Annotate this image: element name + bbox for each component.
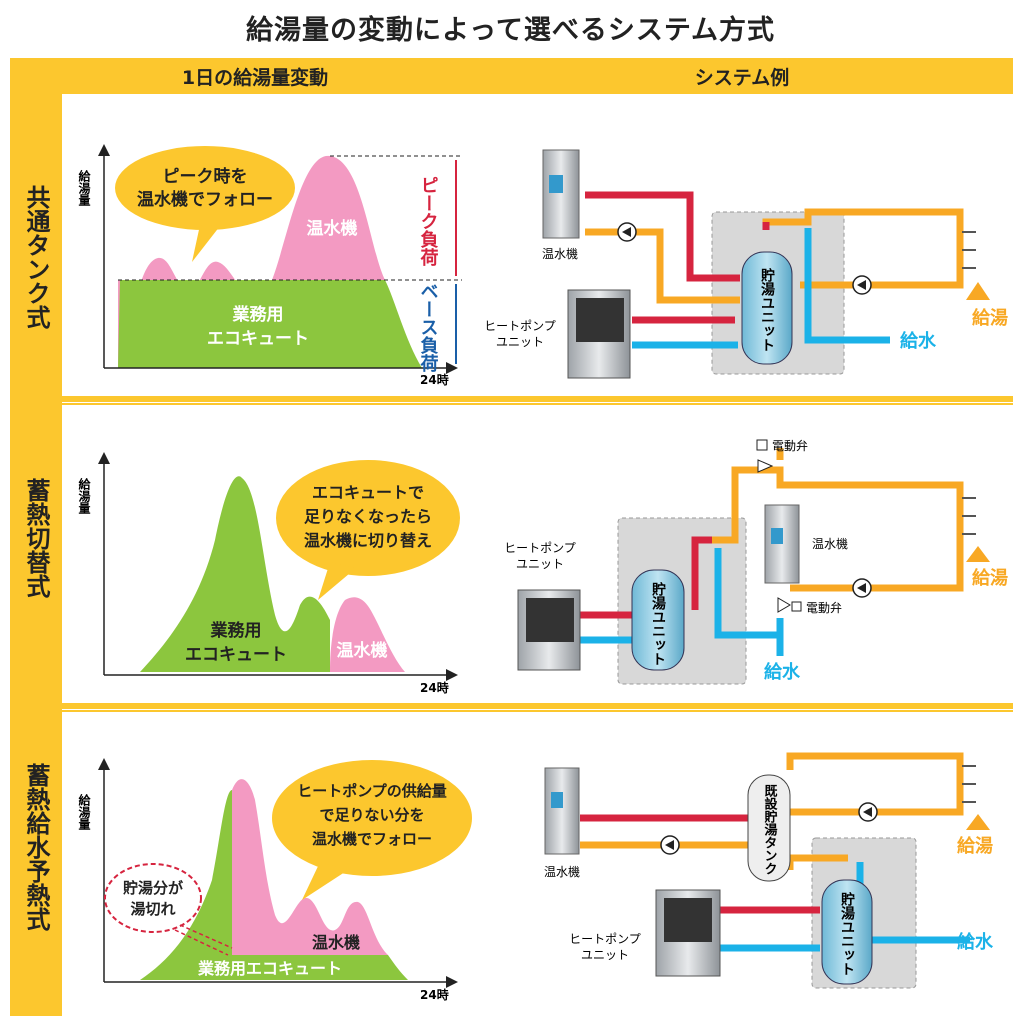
heatpump-label: ヒートポンプ (569, 932, 641, 946)
green-label: エコキュート (185, 645, 287, 665)
valve1-label: 電動弁 (772, 438, 808, 453)
header-left: 1日の給湯量変動 (182, 66, 328, 89)
page-title: 給湯量の変動によって選べるシステム方式 (245, 15, 776, 46)
green-label: 業務用エコキュート (197, 959, 342, 978)
heatpump-label: ユニット (496, 335, 544, 349)
note-circle: 貯湯分が 湯切れ (104, 863, 233, 956)
peak-label: ピーク負荷 (418, 176, 439, 266)
storage-tank (821, 879, 873, 985)
pink-label: 温水機 (311, 933, 360, 952)
heater-label: 温水機 (542, 246, 578, 261)
row-label-1: 共通タンク式 (22, 185, 50, 330)
storage-tank (631, 569, 685, 671)
svg-text:温水機に切り替え: 温水機に切り替え (303, 531, 432, 550)
header-right: システム例 (695, 66, 789, 89)
water-in-label: 給水 (900, 330, 937, 352)
heater-label: 温水機 (812, 536, 848, 551)
svg-text:ピーク時を: ピーク時を (163, 166, 248, 187)
heatpump-label: ユニット (516, 557, 564, 571)
svg-text:で足りない分を: で足りない分を (319, 806, 424, 824)
svg-text:足りなくなったら: 足りなくなったら (304, 507, 432, 526)
svg-text:温水機でフォロー: 温水機でフォロー (312, 830, 432, 848)
valve2-label: 電動弁 (806, 600, 842, 615)
chart-ylabel: 給湯量 (77, 169, 91, 206)
heater-unit (544, 767, 580, 855)
green-label: 業務用 (233, 304, 284, 325)
chart-row2: 給湯量 24時 温水機 業務用 エコキュート エコキュートで 足りなくなったら … (77, 452, 460, 695)
row-divider (10, 396, 1013, 402)
water-in-label: 給水 (764, 661, 801, 683)
green-label: 業務用 (211, 620, 262, 641)
row-divider (10, 703, 1013, 709)
chart-row3: 給湯量 24時 温水機 業務用エコキュート 貯湯分が 湯切れ ヒートポンプの供給… (77, 758, 472, 1002)
hot-out-label: 給湯 (972, 567, 1008, 589)
chart-row1: 給湯量 24時 温水機 業務用 エコキュート ピーク負荷 ベース負荷 ピーク時を… (77, 144, 462, 387)
chart-xlabel: 24時 (420, 987, 449, 1002)
pink-area (118, 155, 385, 368)
header-band (10, 58, 1013, 94)
green-area (140, 476, 330, 672)
base-label: ベース負荷 (418, 282, 439, 372)
pink-label: 温水機 (337, 640, 388, 661)
svg-text:ヒートポンプの供給量: ヒートポンプの供給量 (297, 782, 447, 800)
system-row3: 温水機 ヒートポンプ ユニット 既設貯湯タンク 貯湯ユニット 給湯 給水 (544, 752, 994, 989)
chart-xlabel: 24時 (420, 680, 449, 695)
tank-label: 貯湯ユニット (650, 581, 666, 666)
chart-xlabel: 24時 (420, 372, 449, 387)
svg-text:湯切れ: 湯切れ (130, 900, 175, 918)
callout-bubble: ヒートポンプの供給量 で足りない分を 温水機でフォロー (272, 760, 472, 900)
row-label-3: 蓄熱給水予熱式 (22, 763, 50, 932)
green-area (118, 280, 422, 368)
svg-text:エコキュートで: エコキュートで (312, 483, 424, 502)
pink-area (232, 779, 388, 955)
water-in-label: 給水 (957, 931, 994, 953)
row-label-2: 蓄熱切替式 (22, 478, 50, 599)
heatpump-label: ヒートポンプ (504, 541, 576, 555)
chart-ylabel: 給湯量 (77, 477, 91, 514)
svg-text:貯湯分が: 貯湯分が (123, 879, 184, 897)
callout-bubble: ピーク時を 温水機でフォロー (115, 146, 295, 262)
pink-label: 温水機 (307, 218, 358, 239)
tank-label: 貯湯ユニット (839, 891, 855, 976)
hot-out-label: 給湯 (972, 307, 1008, 329)
existing-tank (747, 774, 791, 882)
heater-label: 温水機 (544, 864, 580, 879)
tank2-label: 既設貯湯タンク (762, 784, 778, 875)
side-band (10, 58, 62, 1016)
system-row2: 電動弁 電動弁 温水機 ヒートポンプ ユニット 貯湯ユニット 給湯 給水 (504, 438, 1008, 685)
tank-label: 貯湯ユニット (759, 267, 775, 352)
heatpump-label: ユニット (581, 948, 629, 962)
heater-unit (542, 149, 580, 239)
heatpump-label: ヒートポンプ (484, 319, 556, 333)
green-label: エコキュート (207, 329, 309, 349)
hot-out-label: 給湯 (957, 835, 993, 857)
system-row1: 温水機 ヒートポンプ ユニット 貯湯ユニット 給湯 給水 (484, 149, 1008, 379)
svg-text:温水機でフォロー: 温水機でフォロー (137, 189, 273, 210)
pink-area (330, 597, 405, 672)
green-area (140, 790, 408, 980)
chart-ylabel: 給湯量 (77, 793, 91, 830)
callout-bubble: エコキュートで 足りなくなったら 温水機に切り替え (276, 460, 460, 600)
storage-tank (741, 251, 793, 365)
